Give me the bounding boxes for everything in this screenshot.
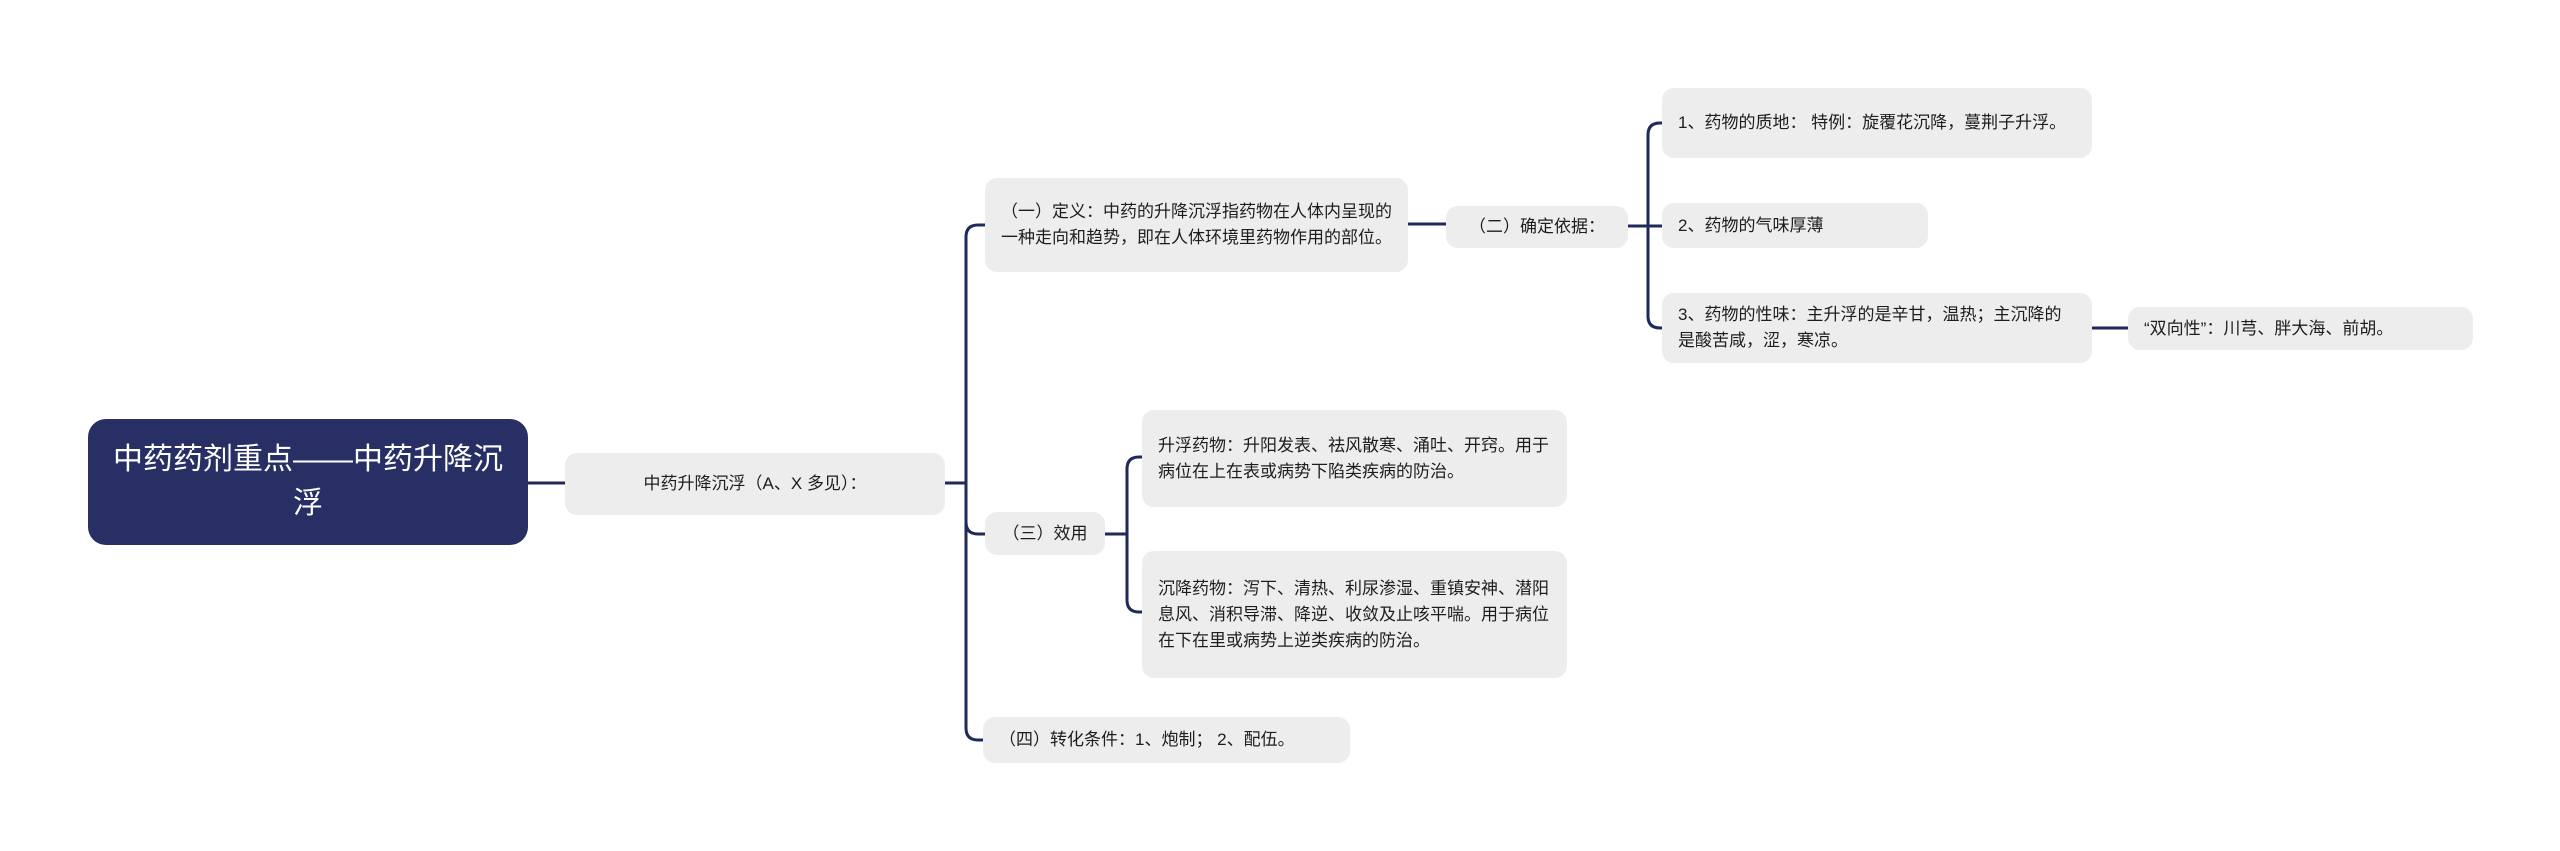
node-basis-item-3[interactable]: 3、药物的性味：主升浮的是辛甘，温热；主沉降的是酸苦咸，涩，寒凉。 xyxy=(1662,293,2092,363)
node-bidirectional-label: “双向性”：川芎、胖大海、前胡。 xyxy=(2144,318,2394,338)
node-basis-label: （二）确定依据： xyxy=(1469,217,1605,236)
node-definition[interactable]: （一）定义：中药的升降沉浮指药物在人体内呈现的一种走向和趋势，即在人体环境里药物… xyxy=(985,178,1408,272)
root-node-label: 中药药剂重点——中药升降沉浮 xyxy=(113,443,503,520)
node-topic-label: 中药升降沉浮（A、X 多见）： xyxy=(643,474,867,493)
node-basis-item-1-label: 1、药物的质地： 特例：旋覆花沉降，蔓荆子升浮。 xyxy=(1678,113,2067,132)
node-effect-item-2[interactable]: 沉降药物：泻下、清热、利尿渗湿、重镇安神、潜阳息风、消积导滞、降逆、收敛及止咳平… xyxy=(1142,551,1567,678)
node-basis-item-2[interactable]: 2、药物的气味厚薄 xyxy=(1662,203,1928,248)
connector-trunk-effect-items xyxy=(1125,455,1142,614)
node-topic[interactable]: 中药升降沉浮（A、X 多见）： xyxy=(565,453,945,515)
node-definition-label: （一）定义：中药的升降沉浮指药物在人体内呈现的一种走向和趋势，即在人体环境里药物… xyxy=(1001,202,1392,247)
node-transformation[interactable]: （四）转化条件：1、炮制； 2、配伍。 xyxy=(983,717,1350,763)
connector-branch-effect xyxy=(964,521,985,536)
node-basis-item-1[interactable]: 1、药物的质地： 特例：旋覆花沉降，蔓荆子升浮。 xyxy=(1662,88,2092,158)
node-transformation-label: （四）转化条件：1、炮制； 2、配伍。 xyxy=(999,730,1295,749)
connector-trunk-main xyxy=(964,223,985,742)
node-effect-label: （三）效用 xyxy=(1002,523,1088,543)
node-effect-item-1-label: 升浮药物：升阳发表、祛风散寒、涌吐、开窍。用于病位在上在表或病势下陷类疾病的防治… xyxy=(1158,435,1549,481)
root-node[interactable]: 中药药剂重点——中药升降沉浮 xyxy=(88,419,528,545)
node-effect-item-1[interactable]: 升浮药物：升阳发表、祛风散寒、涌吐、开窍。用于病位在上在表或病势下陷类疾病的防治… xyxy=(1142,410,1567,507)
node-effect-item-2-label: 沉降药物：泻下、清热、利尿渗湿、重镇安神、潜阳息风、消积导滞、降逆、收敛及止咳平… xyxy=(1158,578,1549,650)
node-bidirectional[interactable]: “双向性”：川芎、胖大海、前胡。 xyxy=(2128,307,2473,350)
node-basis-item-3-label: 3、药物的性味：主升浮的是辛甘，温热；主沉降的是酸苦咸，涩，寒凉。 xyxy=(1678,305,2062,350)
node-basis-item-2-label: 2、药物的气味厚薄 xyxy=(1678,215,1824,235)
node-effect[interactable]: （三）效用 xyxy=(985,512,1105,555)
node-basis[interactable]: （二）确定依据： xyxy=(1446,206,1628,248)
